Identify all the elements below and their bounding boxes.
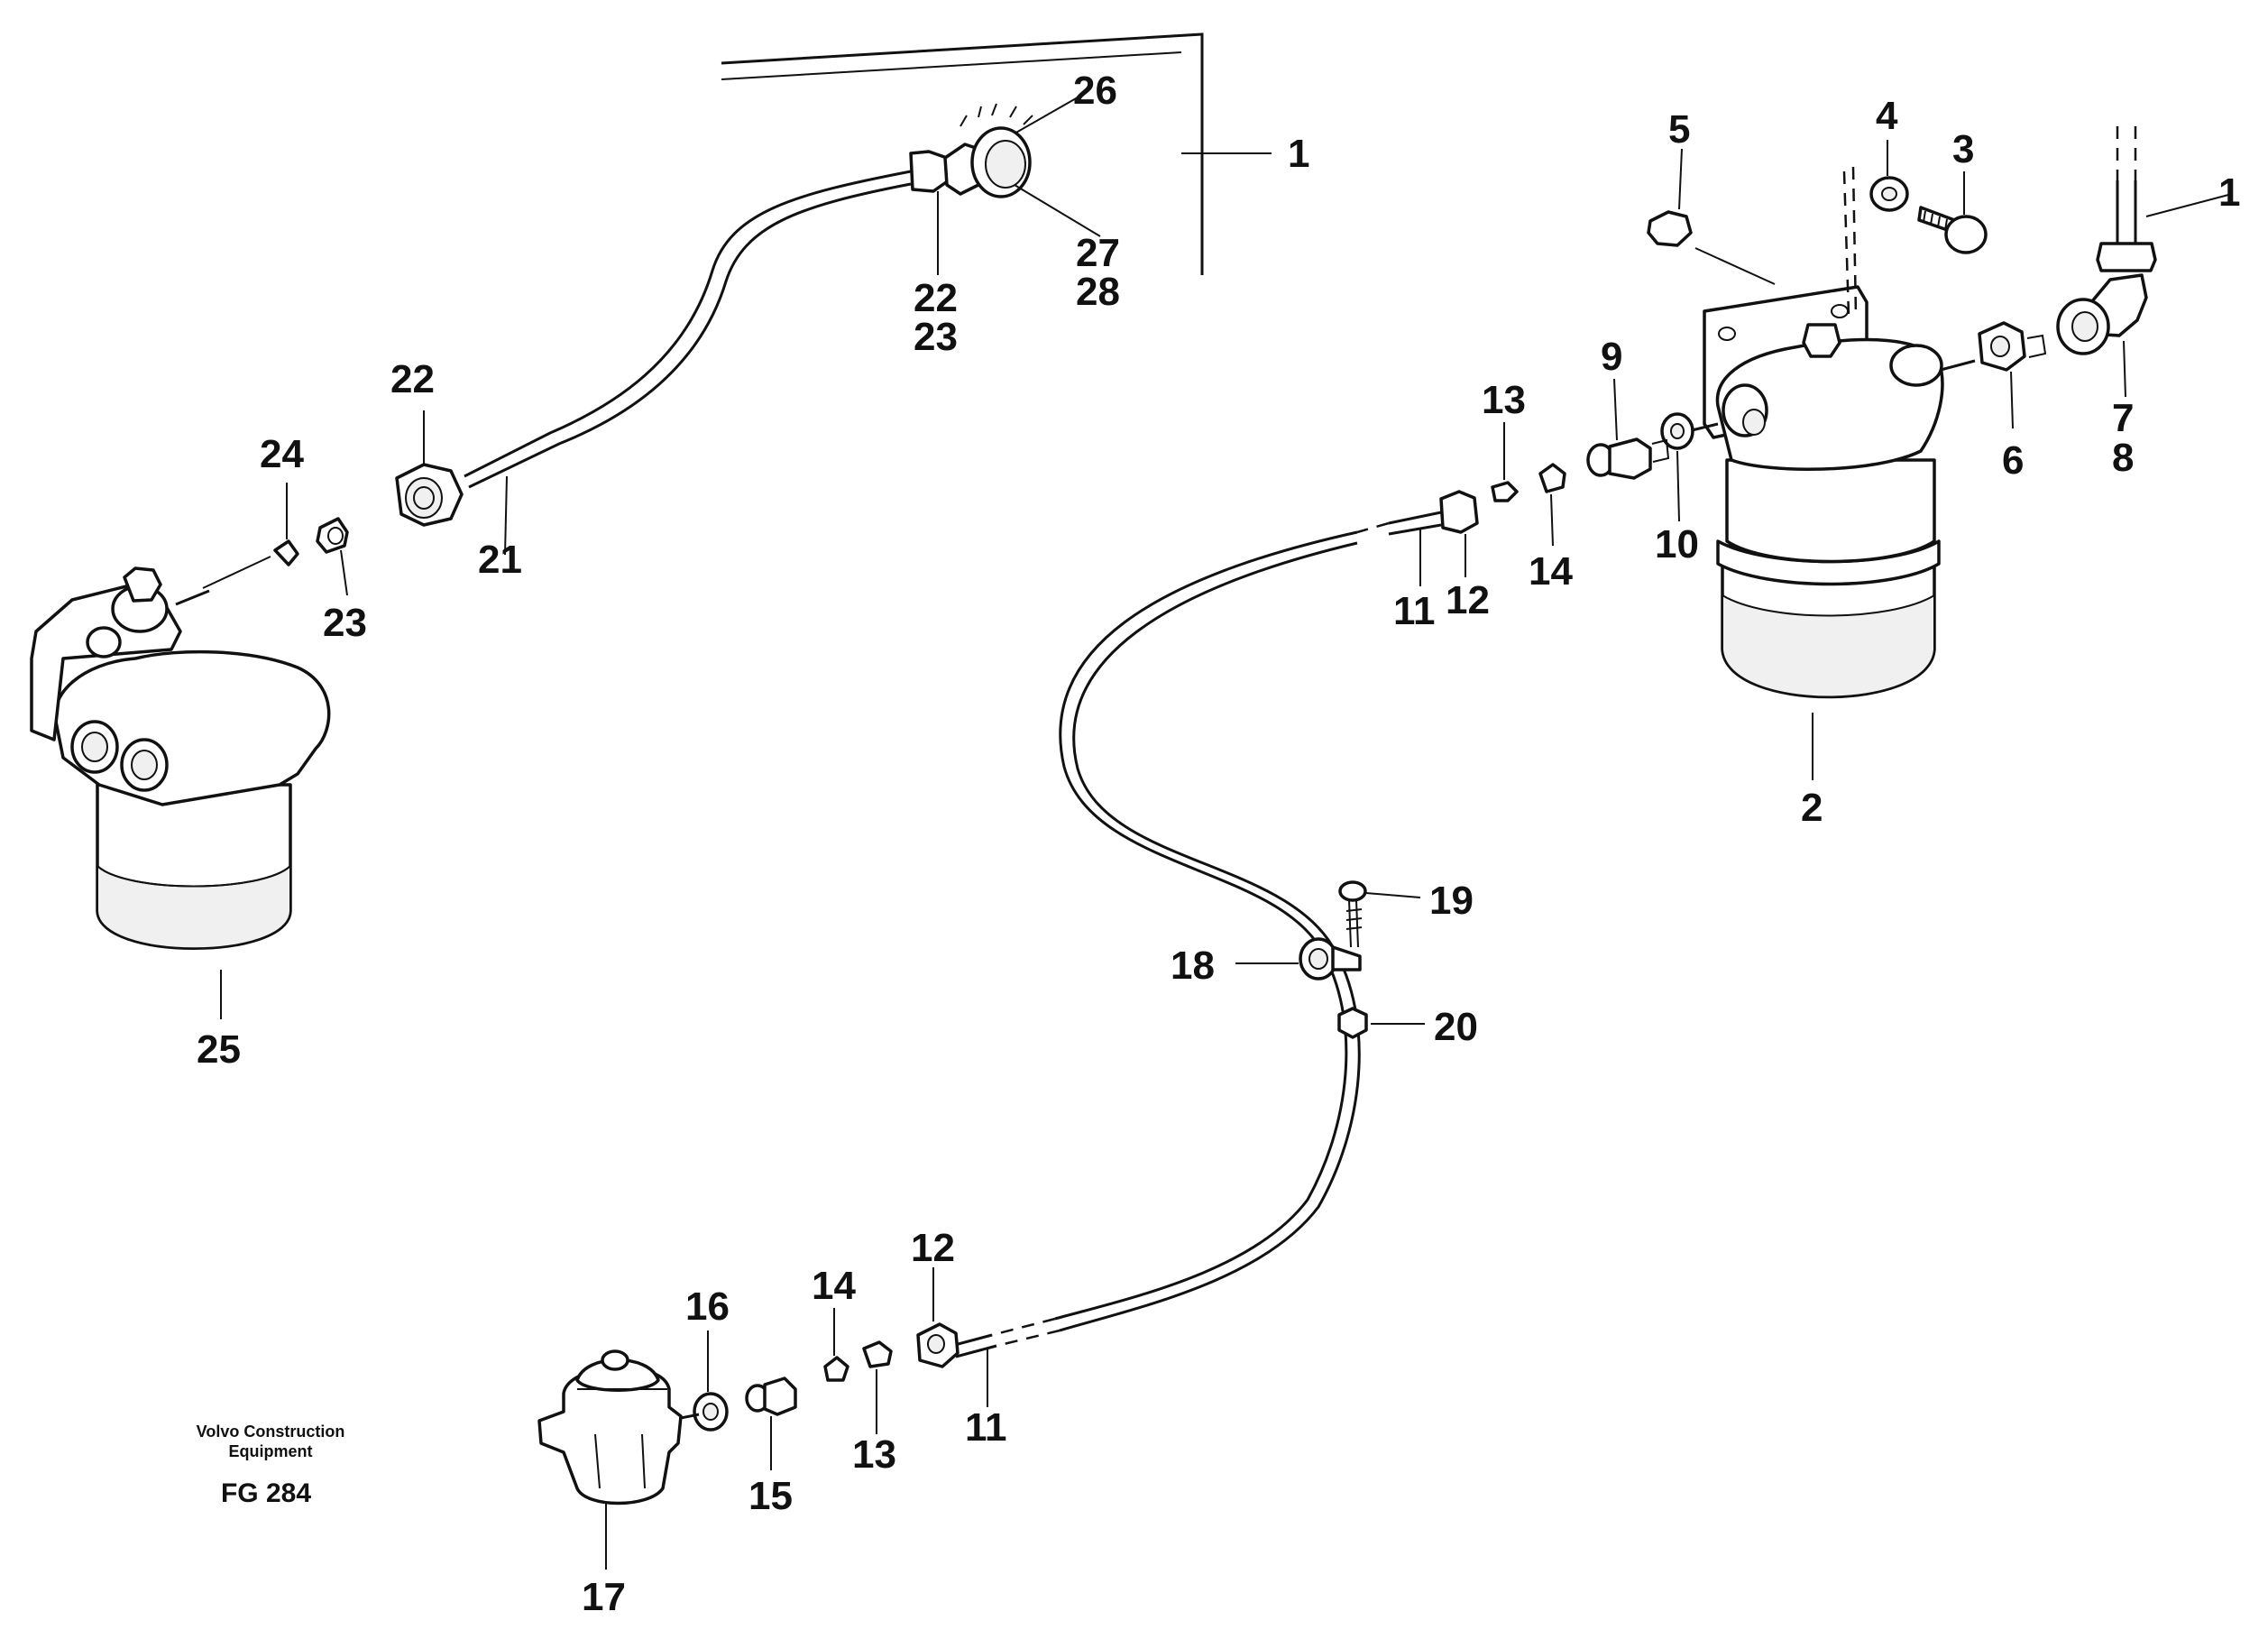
nipple-13-upper	[1491, 422, 1519, 502]
screw-19	[1338, 880, 1421, 948]
label-16: 16	[685, 1284, 730, 1329]
fitting-15	[745, 1377, 797, 1470]
nut-20	[1337, 1007, 1425, 1039]
figure-code: FG 284	[221, 1478, 311, 1508]
caption-block: Volvo Construction Equipment FG 284	[197, 1423, 345, 1508]
fuel-filter-left	[30, 566, 331, 1019]
label-13b: 13	[852, 1432, 896, 1477]
label-27: 27	[1076, 231, 1120, 275]
part-labels: 1 1 2 3 4 5 6 7 8 9 10 11 11 12 12 13 13…	[197, 69, 2240, 1619]
label-10: 10	[1655, 522, 1699, 566]
label-11b: 11	[965, 1405, 1007, 1450]
cone-24	[202, 483, 299, 589]
nipple-13-lower	[862, 1340, 893, 1434]
label-19: 19	[1429, 879, 1474, 923]
cone-14-upper	[1538, 463, 1566, 547]
label-11a: 11	[1393, 589, 1436, 633]
label-20: 20	[1434, 1005, 1478, 1049]
label-18: 18	[1171, 944, 1215, 988]
company-name: Volvo Construction	[197, 1423, 345, 1441]
pump-17	[537, 1349, 700, 1570]
label-5: 5	[1668, 107, 1690, 152]
frame-corner	[721, 32, 1272, 275]
label-6: 6	[2002, 438, 2024, 483]
label-25: 25	[197, 1027, 241, 1072]
label-22a: 22	[390, 357, 435, 401]
label-23a: 23	[914, 315, 958, 359]
label-12a: 12	[1446, 578, 1490, 622]
label-9: 9	[1601, 335, 1622, 379]
washer-4	[1869, 140, 1909, 212]
bracket-bolt-path	[1694, 166, 1858, 317]
label-8: 8	[2112, 436, 2134, 480]
label-13a: 13	[1482, 378, 1526, 422]
label-28: 28	[1076, 270, 1120, 314]
fitting-6	[1978, 321, 2047, 429]
label-1a: 1	[1288, 132, 1309, 176]
nut-22	[395, 410, 464, 527]
pipe-right-vertical	[2096, 126, 2233, 272]
washer-10	[1660, 412, 1694, 522]
label-7: 7	[2112, 396, 2134, 440]
washer-16	[693, 1331, 729, 1432]
bulkhead-fitting	[909, 97, 1101, 275]
label-15: 15	[748, 1474, 793, 1518]
nipple-23	[316, 517, 349, 596]
label-4: 4	[1876, 94, 1898, 138]
pipe-upper	[464, 170, 912, 556]
fuel-filter-right	[1687, 285, 1976, 780]
nut-12-upper	[1419, 490, 1479, 586]
label-26: 26	[1073, 69, 1117, 113]
label-12b: 12	[911, 1226, 955, 1270]
bolt-3	[1917, 171, 1988, 254]
label-23b: 23	[323, 601, 367, 645]
elbow-7	[2056, 273, 2148, 398]
label-2: 2	[1801, 786, 1823, 830]
nut-12-lower	[916, 1267, 960, 1368]
company-subtitle: Equipment	[229, 1442, 313, 1460]
label-22b: 22	[914, 276, 958, 320]
label-24: 24	[260, 432, 304, 476]
label-21: 21	[478, 538, 522, 582]
clamp-18	[1235, 937, 1362, 981]
label-14b: 14	[812, 1264, 856, 1308]
cone-14-lower	[823, 1308, 849, 1382]
fitting-9	[1586, 378, 1670, 480]
label-17: 17	[582, 1575, 626, 1619]
nut-5	[1647, 148, 1693, 247]
label-3: 3	[1952, 127, 1974, 171]
label-14a: 14	[1529, 549, 1573, 594]
label-1b: 1	[2218, 170, 2240, 215]
